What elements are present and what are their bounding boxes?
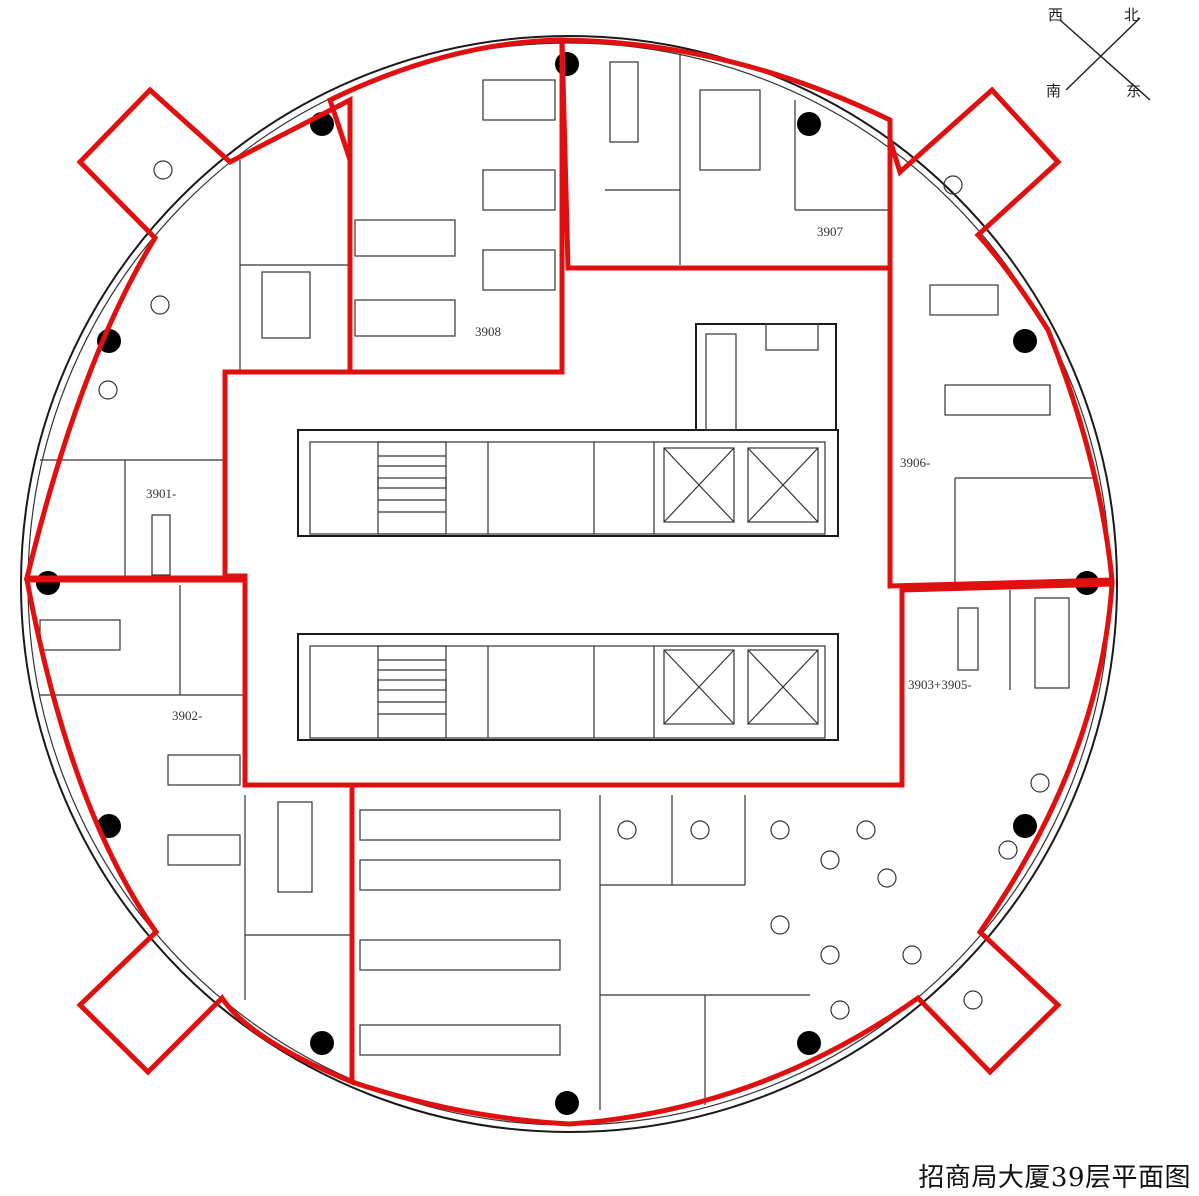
compass-rose: 北 西 南 东: [1046, 6, 1151, 101]
compass-south-label: 南: [1046, 82, 1061, 100]
stair-south: [377, 645, 447, 739]
column: [1013, 329, 1037, 353]
round-tables: [98, 160, 1050, 1020]
compass-east-label: 东: [1126, 82, 1141, 100]
building-outline: [20, 35, 1118, 1133]
unit-label-3907: 3907: [817, 224, 844, 239]
column: [797, 1031, 821, 1055]
unit-3901-boundary: [23, 86, 353, 581]
column: [36, 571, 60, 595]
column: [555, 1091, 579, 1115]
unit-3908-boundary: [326, 37, 565, 375]
elevator-shafts: [663, 447, 819, 725]
unit-3903-3905-boundary: [242, 580, 1115, 1127]
unit-boundaries: [23, 37, 1115, 1127]
unit-3907-boundary: [559, 37, 893, 271]
compass-north-label: 北: [1124, 6, 1139, 24]
central-core: [297, 323, 839, 741]
unit-label-3906: 3906-: [900, 455, 930, 470]
column: [797, 112, 821, 136]
workstations: [39, 61, 1070, 1056]
compass-west-label: 西: [1048, 6, 1063, 24]
column: [1013, 814, 1037, 838]
unit-3902-boundary: [23, 577, 355, 1086]
column: [310, 1031, 334, 1055]
column: [555, 52, 579, 76]
unit-label-3902: 3902-: [172, 708, 202, 723]
unit-3906-boundary: [887, 86, 1115, 589]
unit-label-3901: 3901-: [146, 486, 176, 501]
plan-title: 招商局大厦39层平面图: [918, 1163, 1191, 1193]
unit-label-3908: 3908: [475, 324, 501, 339]
unit-label-3903-3905: 3903+3905-: [908, 677, 972, 692]
stair-north: [377, 441, 447, 535]
